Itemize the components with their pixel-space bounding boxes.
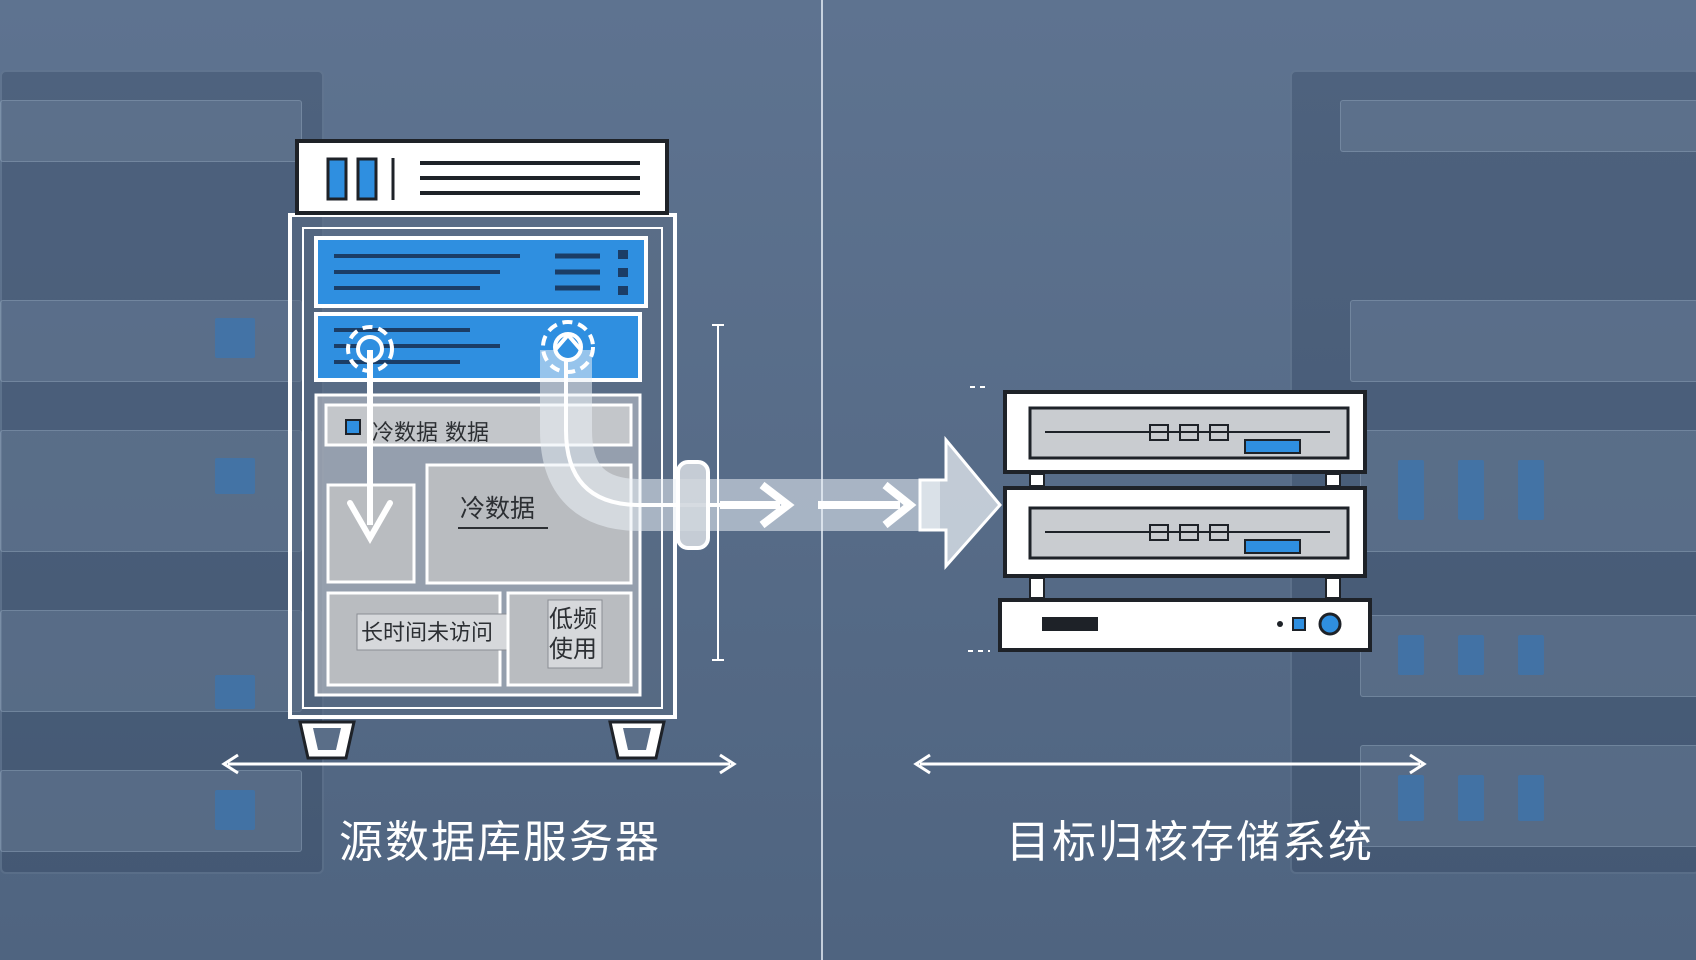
storage-unit-2-led <box>1244 539 1301 554</box>
target-width-head-right <box>1409 753 1427 775</box>
source-drive-led <box>618 268 628 277</box>
target-caption: 目标归核存储系统 <box>1006 817 1374 868</box>
storage-base-dot <box>1277 621 1283 627</box>
storage-connector <box>1029 473 1045 487</box>
source-width-arrow <box>221 753 737 775</box>
source-header-indicator <box>345 419 361 435</box>
storage-unit-1-slot <box>1209 424 1229 441</box>
migration-origin-ring <box>541 320 595 374</box>
flow-arrow-head <box>759 481 795 529</box>
target-storage <box>968 386 1372 652</box>
pipe-coupling <box>676 460 710 550</box>
source-foot-inner <box>623 728 651 750</box>
source-caption: 源数据库服务器 <box>339 817 661 868</box>
low-freq-label-line1: 低频 <box>549 605 597 633</box>
background-indicator <box>1458 460 1484 520</box>
background-indicator <box>215 458 255 494</box>
storage-unit-2-slot <box>1209 524 1229 541</box>
storage-unit-1-slot <box>1179 424 1199 441</box>
source-foot-inner <box>313 728 341 750</box>
source-width-head-left <box>221 753 239 775</box>
background-indicator <box>1518 460 1544 520</box>
background-slot <box>1340 100 1696 152</box>
source-server: 冷数据 数据 冷数据 长时间未访问 低频 使用 <box>288 139 677 760</box>
source-top-led <box>356 157 378 201</box>
background-slot <box>0 100 302 162</box>
height-marker <box>712 324 724 661</box>
target-width-head-left <box>913 753 931 775</box>
background-indicator <box>1518 635 1544 675</box>
storage-unit-1-slot <box>1149 424 1169 441</box>
flow-arrow-head <box>882 481 917 529</box>
migration-pipe <box>564 350 720 507</box>
background-rack-left <box>0 70 324 874</box>
source-drive-led <box>618 250 628 259</box>
storage-unit-2-slot <box>1179 524 1199 541</box>
storage-connector <box>1029 577 1045 599</box>
source-top-led <box>326 157 348 201</box>
storage-power-button <box>1318 612 1342 636</box>
low-freq-label-line2: 使用 <box>549 635 597 663</box>
background-indicator <box>1518 775 1544 821</box>
background-indicator <box>215 675 255 709</box>
background-indicator <box>1398 635 1424 675</box>
background-slot <box>1350 300 1696 382</box>
storage-base-slot <box>1042 617 1098 631</box>
storage-base-indicator <box>1292 617 1306 631</box>
storage-connector <box>1325 577 1341 599</box>
arrow-head <box>347 500 393 545</box>
background-indicator <box>215 318 255 358</box>
background-indicator <box>1398 775 1424 821</box>
background-indicator <box>215 790 255 830</box>
storage-connector <box>1325 473 1341 487</box>
background-indicator <box>1458 635 1484 675</box>
source-cabinet-inner <box>302 227 663 709</box>
target-width-arrow <box>913 753 1427 775</box>
downward-arrow <box>346 325 394 545</box>
source-drive-led <box>618 286 628 295</box>
cold-data-label: 冷数据 <box>460 494 535 523</box>
storage-unit-1-led <box>1244 439 1301 454</box>
source-width-head-right <box>719 753 737 775</box>
migration-pipe-up-arrow <box>553 331 583 352</box>
long-access-label: 长时间未访问 <box>361 621 493 646</box>
background-indicator <box>1458 775 1484 821</box>
migration-arrow <box>540 320 1002 570</box>
low-freq-tag <box>547 599 603 669</box>
background-indicator <box>1398 460 1424 520</box>
storage-unit-2-slot <box>1149 524 1169 541</box>
source-header-label: 冷数据 数据 <box>372 421 489 446</box>
flow-arrowhead-large <box>918 435 1002 570</box>
